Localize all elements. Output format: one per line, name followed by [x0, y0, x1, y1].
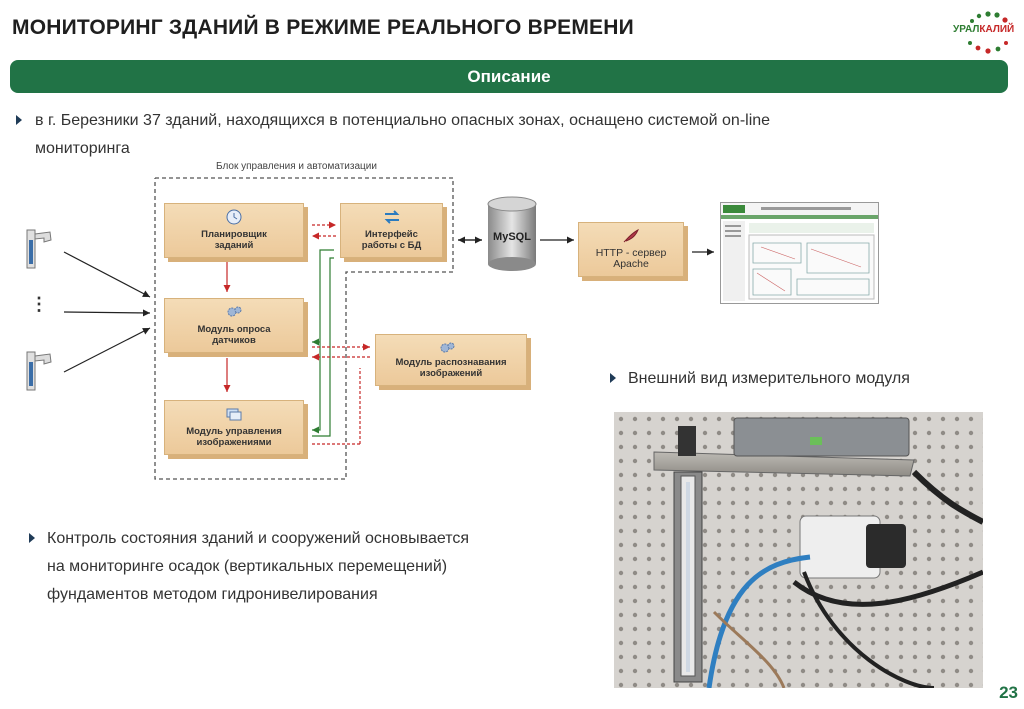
sensor-icon: [26, 351, 52, 391]
bullet-control-line2: на мониторинге осадок (вертикальных пере…: [47, 558, 448, 575]
images-icon: [226, 408, 242, 421]
clock-icon: [226, 209, 242, 225]
http-label-line1: HTTP - сервер: [595, 247, 667, 259]
web-interface-thumbnail: [720, 202, 879, 304]
http-label-line2: Apache: [613, 258, 649, 270]
feather-icon: [623, 228, 639, 243]
mysql-label: MySQL: [493, 231, 531, 243]
scheduler-label-line1: Планировщик: [201, 229, 267, 240]
db-label-line2: работы с БД: [361, 240, 422, 251]
survey-label-line1: Модуль опроса: [197, 324, 271, 335]
page-number: 23: [999, 683, 1018, 702]
recognition-label-line2: изображений: [419, 368, 483, 379]
diagram-group-label: Блок управления и автоматизации: [216, 161, 377, 172]
bullet-buildings-line2: мониторинга: [35, 140, 130, 157]
recognition-label-line1: Модуль распознавания: [395, 357, 507, 368]
mysql-database-icon: [487, 196, 537, 271]
measurement-module-photo: [614, 412, 983, 688]
description-banner: Описание: [10, 60, 1008, 93]
sensor-ellipsis: ⋮: [30, 294, 48, 314]
bullet-arrow-icon: [610, 373, 616, 383]
survey-label-line2: датчиков: [212, 335, 256, 346]
images-label-line2: изображениями: [196, 437, 272, 448]
bullet-module-view: Внешний вид измерительного модуля: [628, 370, 910, 387]
gears-icon: [440, 342, 455, 353]
company-logo: [968, 11, 1008, 54]
bullet-buildings-line1: в г. Березники 37 зданий, находящихся в …: [35, 112, 771, 129]
bullet-arrow-icon: [29, 533, 35, 543]
exchange-icon: [384, 210, 399, 224]
bullet-arrow-icon: [16, 115, 22, 125]
logo-text: УРАЛКАЛИЙ: [953, 24, 1015, 35]
images-label-line1: Модуль управления: [186, 426, 282, 437]
scheduler-label-line2: заданий: [214, 240, 254, 251]
bullet-control-line1: Контроль состояния зданий и сооружений о…: [47, 530, 470, 547]
web-interface-image: [721, 203, 878, 301]
module-photo-image: [614, 412, 983, 688]
gears-icon: [227, 306, 242, 317]
bullet-control-line3: фундаментов методом гидронивелирования: [47, 586, 378, 603]
page-title: МОНИТОРИНГ ЗДАНИЙ В РЕЖИМЕ РЕАЛЬНОГО ВРЕ…: [12, 16, 634, 39]
sensor-icon: [26, 229, 52, 269]
db-label-line1: Интерфейс: [365, 229, 418, 240]
